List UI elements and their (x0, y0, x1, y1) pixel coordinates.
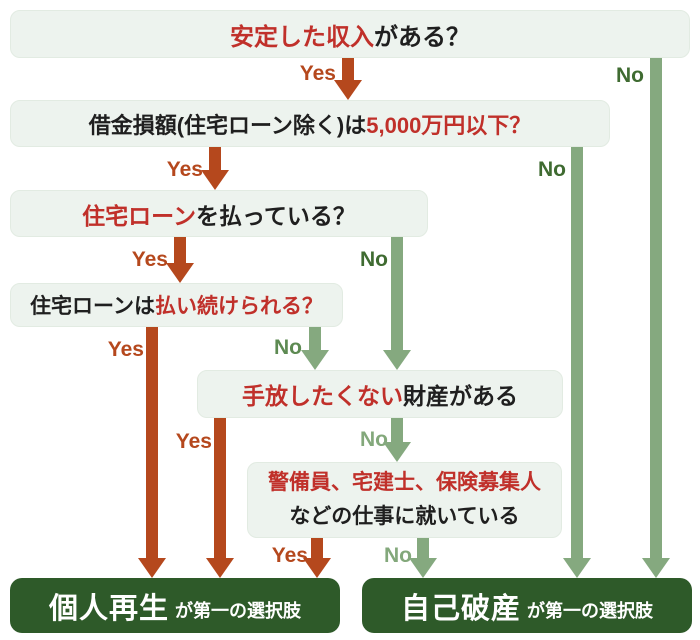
arrow-line (571, 147, 583, 558)
arrow-head-down-icon (206, 558, 234, 578)
result-jiko-hasan: 自己破産 が第一の選択肢 (362, 578, 692, 633)
arrow-head-down-icon (301, 350, 329, 370)
arrow-line (391, 418, 403, 442)
result-sub: が第一の選択肢 (527, 600, 653, 621)
edge-label-no: No (360, 428, 388, 451)
arrow-head-down-icon (303, 558, 331, 578)
arrow-line (391, 237, 403, 350)
question-restricted-jobs: 警備員、宅建士、保険募集人 などの仕事に就いている (247, 462, 562, 538)
arrow-line (174, 237, 186, 263)
arrow-head-down-icon (334, 80, 362, 100)
result-kojin-saisei: 個人再生 が第一の選択肢 (10, 578, 340, 633)
arrow-head-down-icon (563, 558, 591, 578)
edge-label-yes: Yes (271, 544, 308, 567)
arrow-line (214, 418, 226, 558)
question-paying-mortgage: 住宅ローンを払っている？ (10, 190, 428, 237)
edge-label-yes: Yes (131, 248, 168, 271)
question-text: 安定した収入がある？ (230, 23, 470, 51)
arrow-line (146, 327, 158, 558)
result-main: 個人再生 (48, 592, 169, 625)
edge-label-no: No (538, 158, 566, 181)
edge-label-no: No (274, 336, 302, 359)
edge-label-yes: Yes (166, 158, 203, 181)
question-text: 住宅ローンを払っている？ (82, 202, 356, 229)
question-text: 手放したくない財産がある (242, 383, 518, 409)
arrow-head-down-icon (383, 442, 411, 462)
edge-label-no: No (616, 64, 644, 87)
arrow-line (650, 58, 662, 558)
arrow-head-down-icon (409, 558, 437, 578)
question-stable-income: 安定した収入がある？ (10, 10, 690, 58)
arrow-line (311, 538, 323, 558)
edge-label-yes: Yes (299, 62, 336, 85)
question-text: 住宅ローンは払い続けられる？ (30, 295, 323, 318)
arrow-line (309, 327, 321, 350)
edge-label-no: No (360, 248, 388, 271)
result-main: 自己破産 (400, 592, 521, 625)
arrow-head-down-icon (166, 263, 194, 283)
question-debt-amount: 借金損額(住宅ローン除く)は5,000万円以下？ (10, 100, 610, 147)
arrow-line (342, 58, 354, 82)
arrow-head-down-icon (383, 350, 411, 370)
question-text: 借金損額(住宅ローン除く)は5,000万円以下？ (88, 112, 532, 138)
edge-label-yes: Yes (175, 430, 212, 453)
question-text-line1: 警備員、宅建士、保険募集人 (268, 471, 541, 494)
question-can-keep-paying-mortgage: 住宅ローンは払い続けられる？ (10, 283, 343, 327)
edge-label-yes: Yes (107, 338, 144, 361)
question-assets-to-keep: 手放したくない財産がある (197, 370, 563, 418)
result-sub: が第一の選択肢 (175, 600, 301, 621)
edge-label-no: No (384, 544, 412, 567)
arrow-head-down-icon (138, 558, 166, 578)
arrow-head-down-icon (201, 170, 229, 190)
arrow-line (417, 538, 429, 558)
arrow-line (209, 147, 221, 170)
arrow-head-down-icon (642, 558, 670, 578)
question-text-line2: などの仕事に就いている (289, 505, 520, 528)
